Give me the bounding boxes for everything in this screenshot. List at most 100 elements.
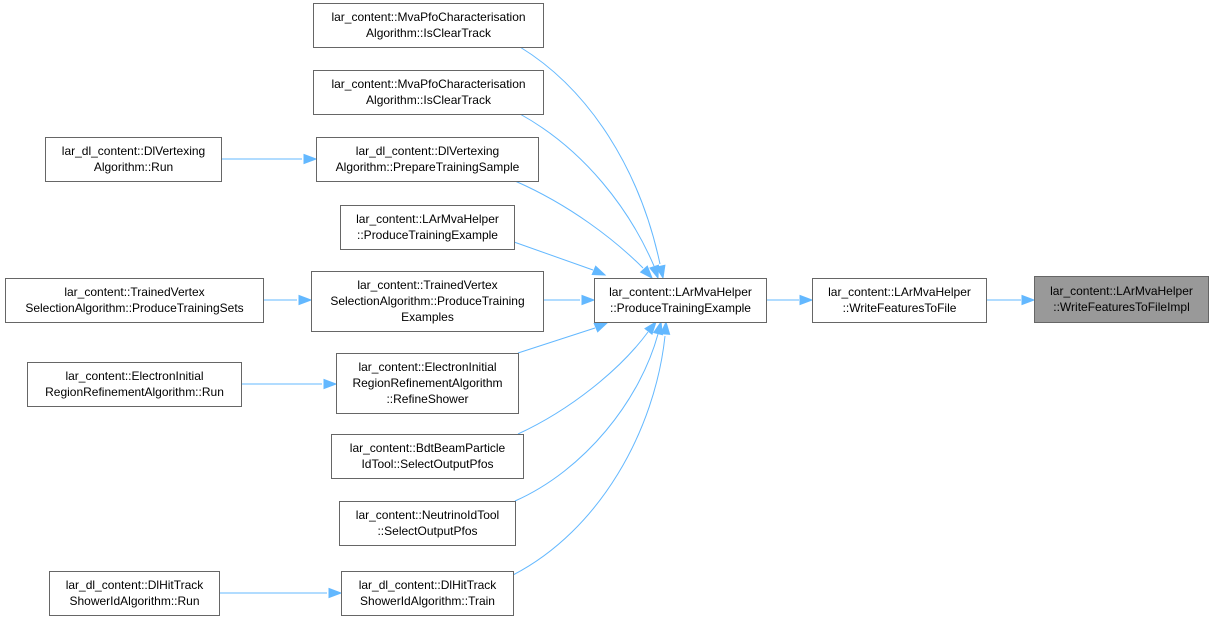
node-n-bdt[interactable]: lar_content::BdtBeamParticleIdTool::Sele… [331,434,524,479]
edge-line [517,331,649,435]
edge-line [519,46,661,265]
edge-bdt-to-produce [517,320,657,435]
node-label-line: lar_content::LArMvaHelper [356,212,499,226]
node-n-dlh-train[interactable]: lar_dl_content::DlHitTrackShowerIdAlgori… [341,571,514,616]
node-label-line: lar_content::NeutrinoIdTool [356,508,499,522]
node-box [49,571,220,616]
node-box [812,278,987,323]
node-label-line: Algorithm::PrepareTrainingSample [336,160,520,174]
node-label-line: ::RefineShower [386,392,468,406]
node-n-dlv-run[interactable]: lar_dl_content::DlVertexingAlgorithm::Ru… [45,137,222,182]
arrowhead-icon [799,294,814,306]
node-label-line: lar_content::MvaPfoCharacterisation [331,10,525,24]
node-box [340,205,515,250]
node-n-produce2[interactable]: lar_content::LArMvaHelper::ProduceTraini… [340,205,515,250]
node-label-line: ::SelectOutputPfos [377,524,477,538]
nodes: lar_content::LArMvaHelper::WriteFeatures… [5,3,1209,616]
node-box [27,362,242,407]
node-box [313,3,544,48]
node-n-produce[interactable]: lar_content::LArMvaHelper::ProduceTraini… [594,278,767,323]
node-label-line: SelectionAlgorithm::ProduceTraining [330,294,524,308]
edge-line [514,180,644,269]
edge-produce-to-writefile [767,294,814,306]
arrowhead-icon [652,320,664,336]
node-n-ei-run[interactable]: lar_content::ElectronInitialRegionRefine… [27,362,242,407]
edge-dlhrun-to-dlhtrain [220,587,343,599]
node-box [313,70,544,115]
node-box [45,137,222,182]
edge-tvexamples-to-produce [544,294,596,306]
node-label-line: lar_dl_content::DlHitTrack [359,578,498,592]
node-label-line: Algorithm::IsClearTrack [366,26,492,40]
node-n-dlv-prep[interactable]: lar_dl_content::DlVertexingAlgorithm::Pr… [316,137,539,182]
node-label-line: lar_content::LArMvaHelper [609,285,752,299]
node-n-tv-sets[interactable]: lar_content::TrainedVertexSelectionAlgor… [5,278,264,323]
node-box [1034,276,1209,323]
edge-line [512,335,666,576]
edge-produce2-to-produce [513,241,607,276]
edge-writefile-to-impl [987,294,1036,306]
edge-line [514,333,659,502]
node-box [336,353,519,414]
node-n-mva2[interactable]: lar_content::MvaPfoCharacterisationAlgor… [313,70,544,115]
node-label-line: SelectionAlgorithm::ProduceTrainingSets [25,301,243,315]
node-label-line: lar_content::ElectronInitial [358,360,496,374]
node-label-line: lar_content::LArMvaHelper [1050,284,1193,298]
node-box [341,571,514,616]
edge-tvsets-to-tvexamples [264,294,313,306]
edge-line [513,241,594,271]
node-label-line: lar_content::ElectronInitial [65,369,203,383]
arrowhead-icon [639,265,653,280]
node-label-line: ::ProduceTrainingExample [610,301,751,315]
node-label-line: Examples [401,310,454,324]
node-box [339,501,516,546]
arrowhead-icon [581,294,596,306]
node-box [311,271,544,332]
node-n-mva1[interactable]: lar_content::MvaPfoCharacterisationAlgor… [313,3,544,48]
node-n-write-impl[interactable]: lar_content::LArMvaHelper::WriteFeatures… [1034,276,1209,323]
edge-line [517,327,596,354]
node-label-line: lar_content::MvaPfoCharacterisation [331,77,525,91]
arrowhead-icon [323,378,338,390]
node-label-line: lar_content::TrainedVertex [64,285,204,299]
arrowhead-icon [644,320,657,336]
edge-eirefine-to-produce [517,322,609,354]
node-label-line: Algorithm::IsClearTrack [366,93,492,107]
node-box [331,434,524,479]
edge-line [519,113,655,267]
node-n-write-file[interactable]: lar_content::LArMvaHelper::WriteFeatures… [812,278,987,323]
node-label-line: RegionRefinementAlgorithm [352,376,502,390]
node-label-line: lar_content::TrainedVertex [357,278,497,292]
edge-nu-to-produce [514,320,664,502]
arrowhead-icon [298,294,313,306]
node-label-line: ::WriteFeaturesToFile [843,301,957,315]
node-label-line: lar_content::LArMvaHelper [828,285,971,299]
node-label-line: ShowerIdAlgorithm::Run [69,594,199,608]
node-label-line: ::ProduceTrainingExample [357,228,498,242]
node-n-dlh-run[interactable]: lar_dl_content::DlHitTrackShowerIdAlgori… [49,571,220,616]
node-box [594,278,767,323]
node-label-line: lar_content::BdtBeamParticle [350,441,506,455]
node-label-line: ::WriteFeaturesToFileImpl [1053,300,1189,314]
edges [220,46,1036,599]
node-n-tv-examples[interactable]: lar_content::TrainedVertexSelectionAlgor… [311,271,544,332]
node-label-line: lar_dl_content::DlVertexing [62,144,205,158]
edge-mva2-to-produce [519,113,660,280]
arrowhead-icon [591,265,607,276]
arrowhead-icon [328,587,343,599]
arrowhead-icon [303,153,318,165]
node-label-line: ShowerIdAlgorithm::Train [360,594,495,608]
edge-mva1-to-produce [519,46,666,280]
arrowhead-icon [593,322,609,333]
edge-dlhtrain-to-produce [512,320,671,576]
edge-eirun-to-eirefine [242,378,338,390]
node-label-line: Algorithm::Run [94,160,173,174]
node-box [316,137,539,182]
node-label-line: IdTool::SelectOutputPfos [361,457,493,471]
arrowhead-icon [649,264,660,280]
arrowhead-icon [659,320,671,335]
edge-dlvprep-to-produce [514,180,653,280]
node-n-ei-refine[interactable]: lar_content::ElectronInitialRegionRefine… [336,353,519,414]
node-n-nu[interactable]: lar_content::NeutrinoIdTool::SelectOutpu… [339,501,516,546]
